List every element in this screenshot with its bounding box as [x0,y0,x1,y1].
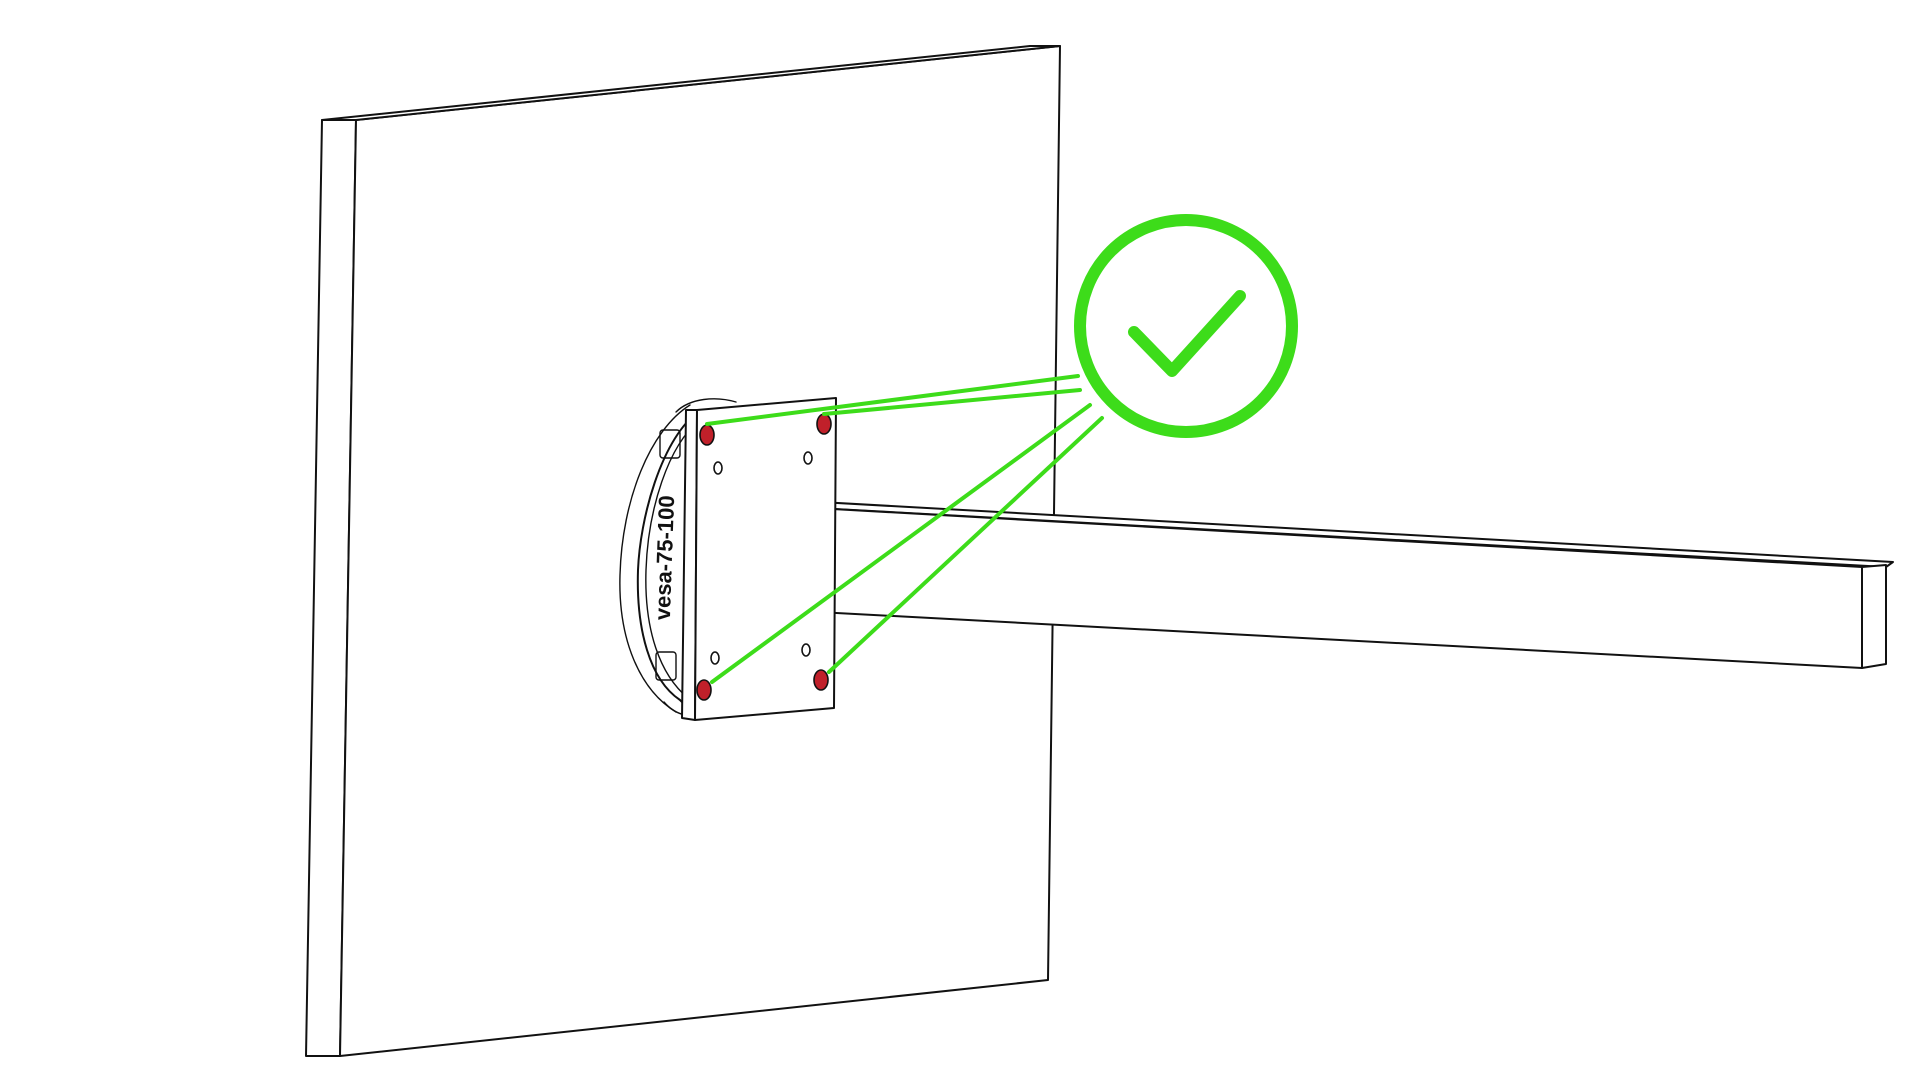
monitor-top-edge [321,45,1061,121]
hub-rim-inner [645,419,701,699]
hub-notch-top [659,429,681,459]
hub-rim-outer [619,404,691,713]
pointer-lines [705,374,1104,684]
pointer-line [822,388,1082,416]
screw-top-left [699,424,715,446]
screw-bottom-left [696,679,712,701]
plate-face [694,397,837,721]
vesa-plate [681,397,837,721]
vesa-label: vesa-75-100 [650,495,679,621]
pointer-line [710,403,1092,684]
hub-top [675,398,737,413]
screws [696,413,832,701]
plate-hole [801,643,811,657]
plate-hole [710,651,720,665]
pointer-line [705,374,1080,426]
hub-notch-bottom [655,651,677,681]
plate-hole [713,461,723,475]
pointer-line [827,416,1104,674]
beam-end [1861,564,1887,669]
screw-bottom-right [813,669,829,691]
plate-hole [803,451,813,465]
check-ring [1074,214,1298,438]
checkmark-icon [1128,290,1246,377]
screw-top-right [816,413,832,435]
checkmark-circle-icon [1074,214,1298,438]
